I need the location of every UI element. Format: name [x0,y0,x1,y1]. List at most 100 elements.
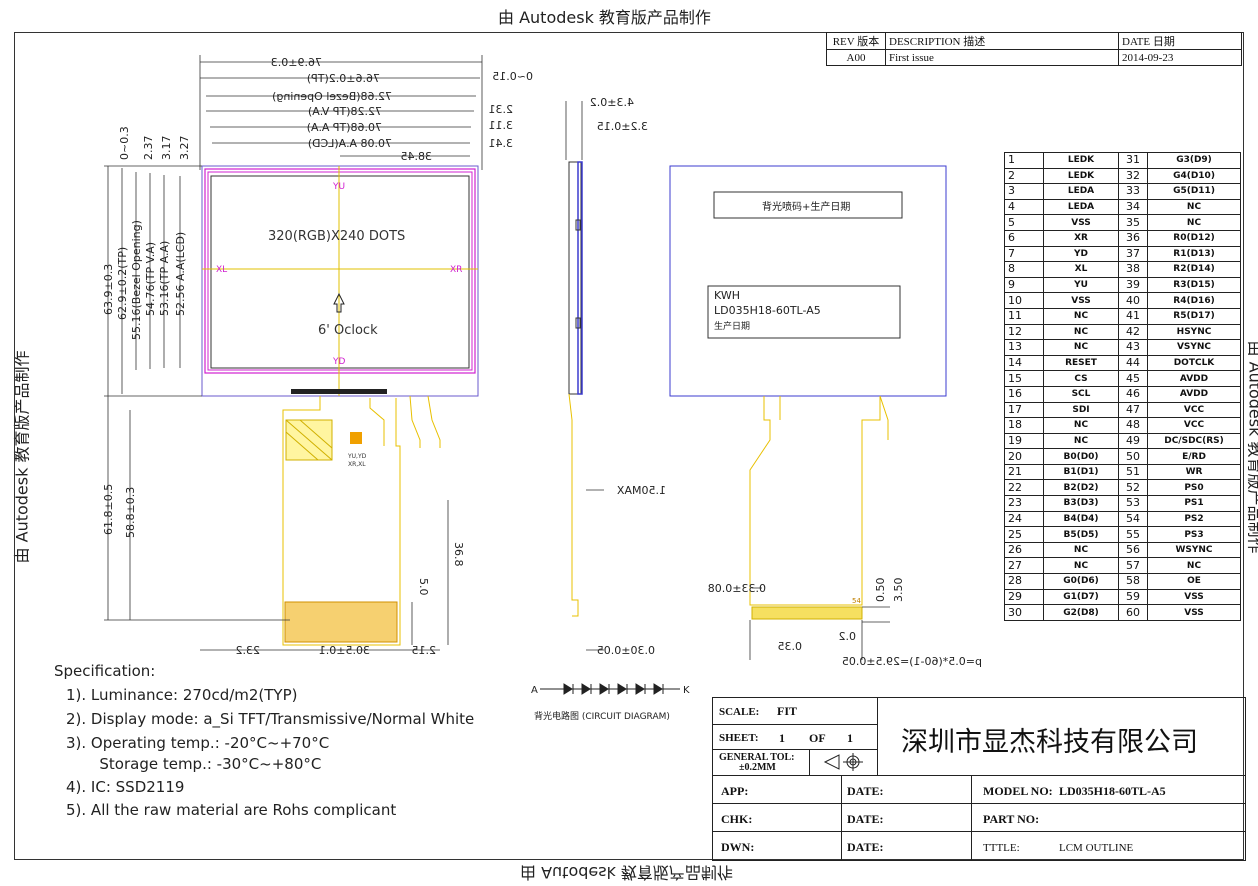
active-area [210,175,470,369]
pin-signal: B4(D4) [1043,510,1119,528]
dim-tp-width: 76.6±0.2(TP) [307,72,380,85]
dim-fpc-total: 61.8±0.5 [102,484,115,535]
pin-number-2: 47 [1118,401,1148,419]
side-glass [568,161,582,395]
pin-signal-2: G4(D10) [1147,167,1241,185]
pin-number: 6 [1004,229,1044,247]
drawing-frame [14,32,1244,860]
tb-divider-left [877,698,878,775]
scale-value: FIT [777,704,798,718]
title-block: SCALE: FIT SHEET: 1 OF 1 GENERAL TOL: ±0… [712,697,1246,861]
model-box [707,285,901,339]
dim-overall-width: 76.9±0.3 [271,56,322,69]
module-outline [201,165,479,397]
pin-signal-2: R2(D14) [1147,261,1241,278]
dim-fpc-edge: 2.15 [412,644,437,657]
chk-label: CHK: [721,812,753,826]
stiffener-hatch-1 [285,419,333,461]
pin-number: 4 [1004,198,1044,216]
pin-number: 8 [1004,261,1044,278]
back-outline [669,165,947,397]
pin-number: 20 [1004,448,1044,465]
pin-signal: LEDA [1043,198,1119,216]
dim-fpc-thickness: 0.30±0.05 [597,644,655,657]
pin-number-2: 43 [1118,339,1148,356]
pin-signal-2: VCC [1147,417,1241,434]
dim-overall-height: 63.9±0.3 [102,264,115,315]
led-symbols [563,683,664,695]
pin-number-2: 46 [1118,385,1148,403]
dwn-label: DWN: [721,840,755,854]
pin-signal-2: DOTCLK [1147,354,1241,372]
pin-signal-2: NC [1147,198,1241,216]
tb-col-b [971,775,972,860]
dim-offset-y: 0~0.3 [118,126,131,160]
dim-fpc-length: 58.8±0.3 [124,487,137,538]
tb-main-line [713,775,1245,776]
tb-row1-line [713,724,877,725]
side-view: 4.3±0.2 3.2±0.15 1.50MAX 0.30±0.05 [565,96,666,657]
tb-row5-line [713,831,1245,832]
pin-signal: RESET [1043,354,1119,372]
pin-signal: B5(D5) [1043,526,1119,543]
pin-number-2: 35 [1118,214,1148,231]
sheet-value: 1 [779,731,785,745]
pin-number-2: 33 [1118,183,1148,200]
dim-lcd-aa-height: 52.56 A.A(LCD) [174,232,187,316]
of-label: OF [809,731,826,745]
pin-number: 10 [1004,292,1044,309]
touch-panel-outline [204,168,476,374]
pin-number: 24 [1004,510,1044,528]
pin-number: 13 [1004,339,1044,356]
fpc-dimension-lines [200,500,449,651]
pin-number-2: 37 [1118,245,1148,263]
pin-number: 14 [1004,354,1044,372]
pin-signal: NC [1043,323,1119,341]
pin-number-2: 41 [1118,307,1148,325]
dim-pad-spacing: 0.35 [778,640,803,653]
spec-line-5: 4). IC: SSD2119 [66,778,185,796]
pin-number-2: 34 [1118,198,1148,216]
dim-thickness: 4.3±0.2 [590,96,634,109]
description-value: First issue [885,49,1119,66]
title-value: LCM OUTLINE [1059,842,1134,854]
top-dimension-texts: 76.9±0.3 76.6±0.2(TP) 72.68(Bezel Openin… [271,56,533,163]
pin-signal: SDI [1043,401,1119,419]
pin-signal-2: R0(D12) [1147,229,1241,247]
rev-header: REV 版本 [826,32,886,50]
pin-signal-2: E/RD [1147,448,1241,465]
top-dimension-lines [199,55,483,170]
stiffener-hatch-3 [285,431,319,461]
back-fpc-tail [879,395,889,440]
side-notch-a [575,219,581,231]
back-view: 背光喷码+生产日期 KWH LD035H18-60TL-A5 生产日期 54 0… [669,165,982,668]
pin-number-2: 31 [1118,152,1148,169]
dim-pitch: p=0.5*(60-1)=29.5±0.05 [842,655,982,668]
component-pad [350,432,362,444]
label-box [713,191,903,219]
pin-number: 30 [1004,604,1044,621]
pin-signal: LEDK [1043,152,1119,169]
pin-signal-2: G5(D11) [1147,183,1241,200]
part-no-label: PART NO: [983,812,1040,826]
pin-number-2: 53 [1118,495,1148,512]
pin-signal-2: PS0 [1147,479,1241,497]
pin-signal: B0(D0) [1043,448,1119,465]
stiffener-hatch-2 [299,419,333,449]
pin-number: 19 [1004,432,1044,450]
pin-number: 15 [1004,370,1044,387]
pin-number-2: 58 [1118,573,1148,590]
side-backlight [577,161,583,395]
